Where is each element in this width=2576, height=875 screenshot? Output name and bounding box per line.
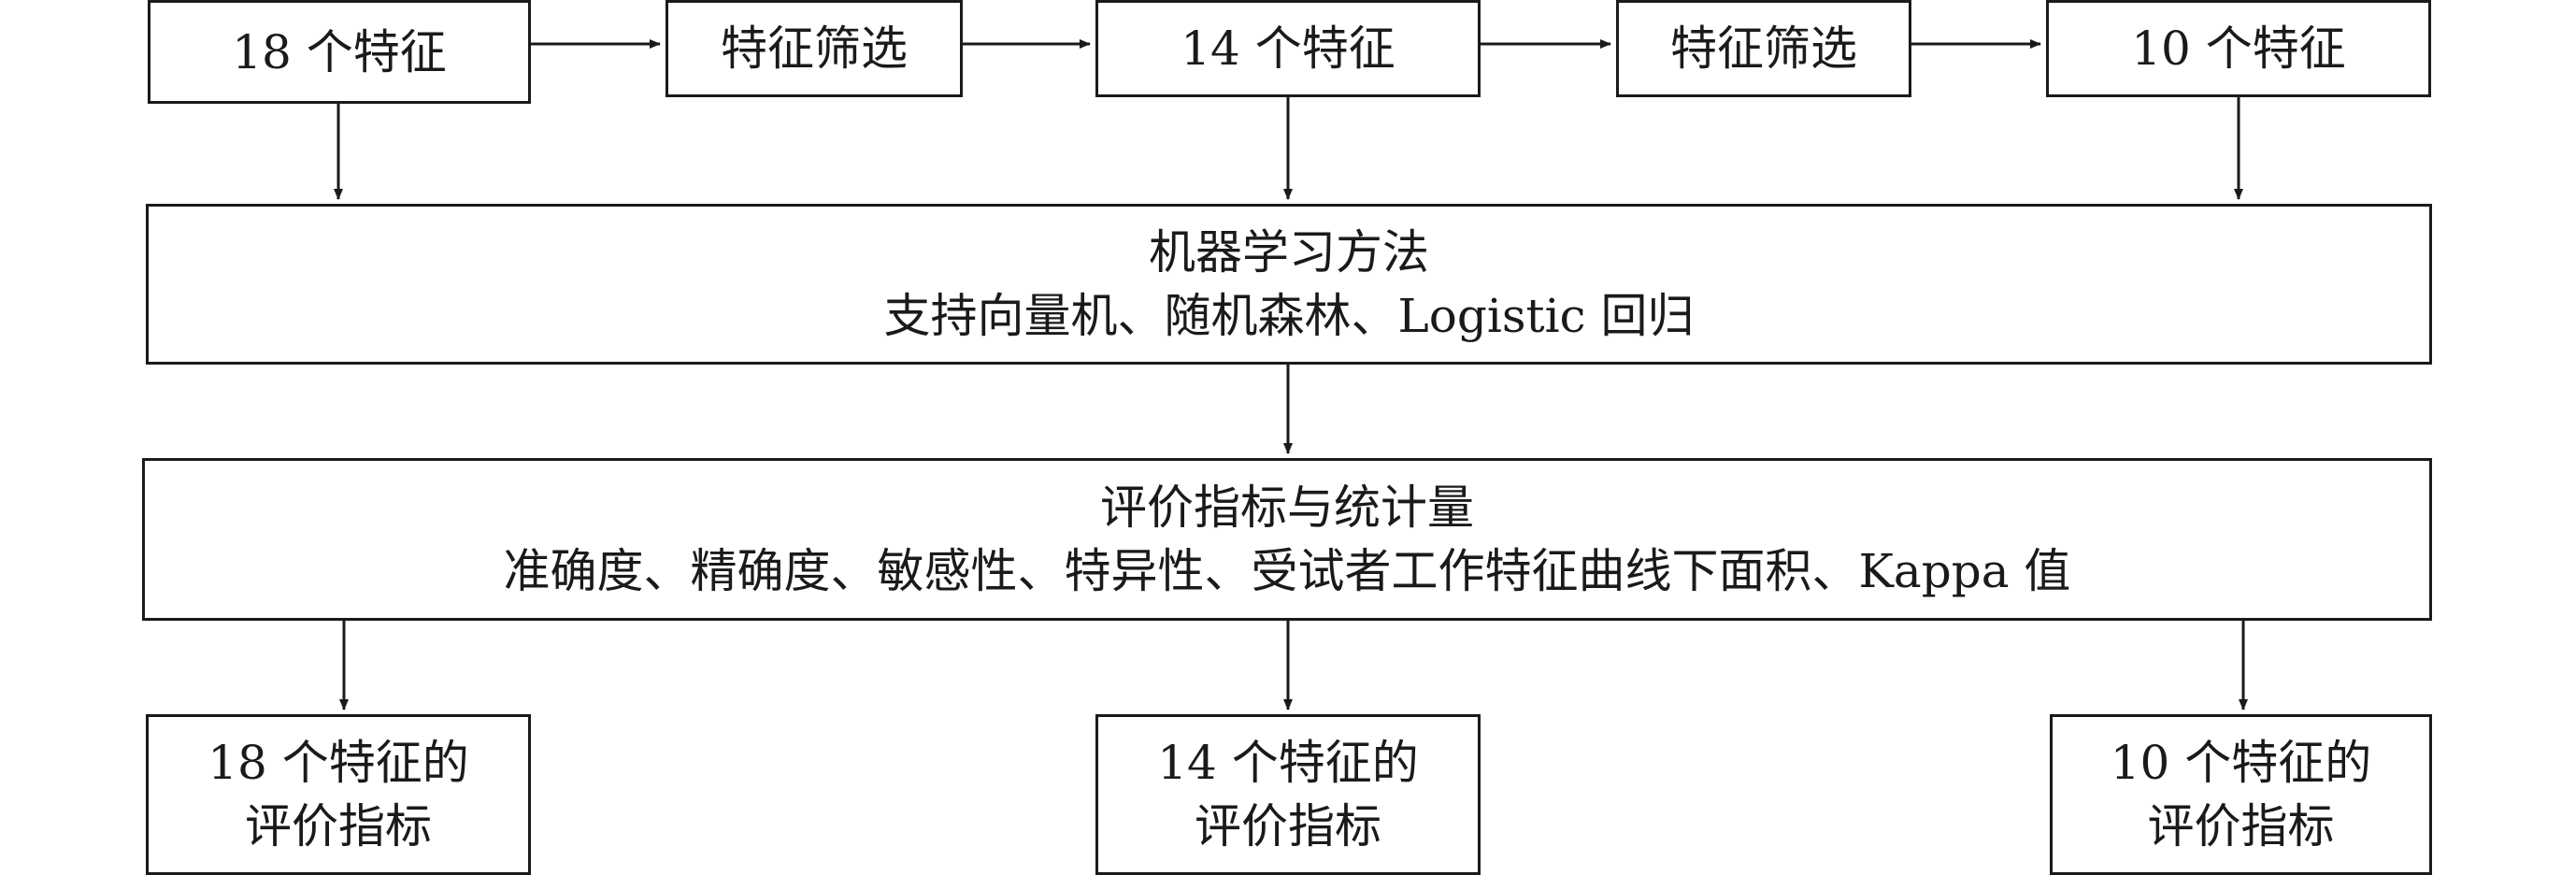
ml-methods-title: 机器学习方法 bbox=[1149, 225, 1429, 280]
eval-metrics-box: 评价指标与统计量 准确度、精确度、敏感性、特异性、受试者工作特征曲线下面积、Ka… bbox=[142, 458, 2432, 621]
feature-selection-box-2: 特征筛选 bbox=[1616, 0, 1911, 97]
features-10-label: 10 个特征 bbox=[2131, 22, 2346, 76]
ml-methods-list: 支持向量机、随机森林、Logistic 回归 bbox=[883, 289, 1695, 343]
eval-metrics-title: 评价指标与统计量 bbox=[1100, 481, 1474, 535]
eval-10-box: 10 个特征的 评价指标 bbox=[2050, 714, 2432, 875]
feature-selection-box-1: 特征筛选 bbox=[665, 0, 963, 97]
features-18-label: 18 个特征 bbox=[232, 24, 447, 79]
features-14-box: 14 个特征 bbox=[1095, 0, 1481, 97]
features-14-label: 14 个特征 bbox=[1181, 22, 1395, 76]
ml-methods-box: 机器学习方法 支持向量机、随机森林、Logistic 回归 bbox=[146, 204, 2432, 365]
eval-10-line-2: 评价指标 bbox=[2147, 799, 2335, 853]
eval-14-line-1: 14 个特征的 bbox=[1157, 736, 1419, 790]
eval-18-box: 18 个特征的 评价指标 bbox=[146, 714, 531, 875]
eval-10-line-1: 10 个特征的 bbox=[2110, 736, 2372, 790]
eval-14-line-2: 评价指标 bbox=[1195, 799, 1381, 853]
eval-metrics-list: 准确度、精确度、敏感性、特异性、受试者工作特征曲线下面积、Kappa 值 bbox=[503, 544, 2071, 598]
feature-selection-label-1: 特征筛选 bbox=[721, 22, 908, 76]
eval-14-box: 14 个特征的 评价指标 bbox=[1095, 714, 1481, 875]
feature-selection-label-2: 特征筛选 bbox=[1670, 22, 1857, 76]
features-10-box: 10 个特征 bbox=[2046, 0, 2431, 97]
features-18-box: 18 个特征 bbox=[148, 0, 531, 104]
eval-18-line-2: 评价指标 bbox=[245, 799, 432, 853]
eval-18-line-1: 18 个特征的 bbox=[208, 736, 469, 790]
